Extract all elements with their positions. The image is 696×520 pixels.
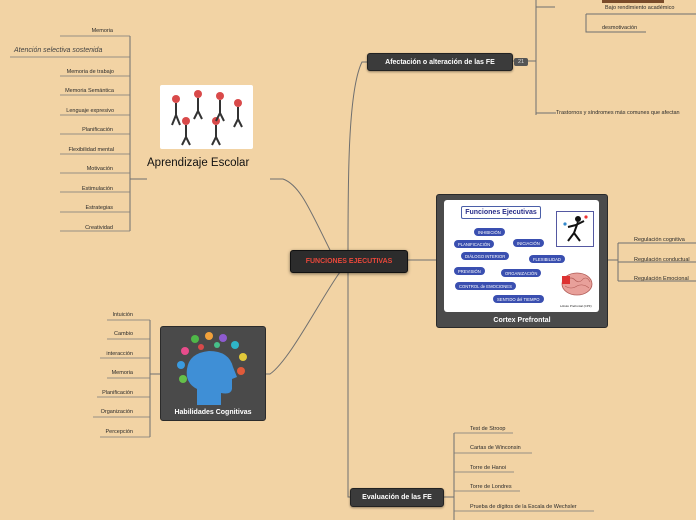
aprendizaje-child[interactable]: Memoria Semántica xyxy=(65,88,114,94)
image-pill: FLEXIBILIDAD xyxy=(529,255,565,263)
habilidades-child[interactable]: Cambio xyxy=(114,331,133,337)
habilidades-label: Habilidades Cognitivas xyxy=(174,409,252,416)
aprendizaje-child[interactable]: Memoria xyxy=(91,28,113,34)
evaluacion-node[interactable]: Evaluación de las FE xyxy=(350,488,444,507)
collapsed-count-badge[interactable]: 21 xyxy=(514,58,528,66)
evaluacion-child[interactable]: Cartas de Winconsin xyxy=(470,445,521,451)
evaluacion-child[interactable]: Prueba de dígitos de la Escala de Wechsl… xyxy=(470,504,577,510)
afectacion-thumbnail xyxy=(602,0,664,3)
image-pill: INHIBICIÓN xyxy=(474,228,505,236)
image-caption: Lóbulo Prefrontal (CPF) xyxy=(560,304,592,308)
habilidades-cognitivas-node[interactable]: Habilidades Cognitivas xyxy=(160,326,266,421)
image-pill: PLANIFICACIÓN xyxy=(454,240,495,248)
aprendizaje-child[interactable]: Estrategias xyxy=(85,205,113,211)
aprendizaje-label[interactable]: Aprendizaje Escolar xyxy=(147,157,250,169)
evaluacion-child[interactable]: Test de Stroop xyxy=(470,426,506,432)
image-pill: ORGANIZACIÓN xyxy=(501,269,542,277)
cortex-child[interactable]: Regulación conductual xyxy=(634,257,690,263)
cortex-label: Cortex Prefrontal xyxy=(493,317,551,324)
aprendizaje-child[interactable]: Lenguaje expresivo xyxy=(66,108,114,114)
habilidades-child[interactable]: Planificación xyxy=(102,390,133,396)
afectacion-node[interactable]: Afectación o alteración de las FE xyxy=(367,53,513,71)
image-pill: CONTROL de EMOCIONES xyxy=(455,282,516,290)
image-pill: PREVISIÓN xyxy=(454,267,485,275)
aprendizaje-child[interactable]: Memoria de trabajo xyxy=(66,69,114,75)
image-pill: SENTIDO del TIEMPO xyxy=(493,295,544,303)
aprendizaje-child[interactable]: Creatividad xyxy=(85,225,113,231)
evaluacion-child[interactable]: Torre de Hanoi xyxy=(470,465,507,471)
cortex-child[interactable]: Regulación cognitiva xyxy=(634,237,685,243)
central-node-label: FUNCIONES EJECUTIVAS xyxy=(305,258,393,265)
aprendizaje-child[interactable]: Motivación xyxy=(86,166,113,172)
evaluacion-label: Evaluación de las FE xyxy=(362,494,432,501)
afectacion-child[interactable]: Bajo rendimiento académico xyxy=(605,5,675,11)
habilidades-child[interactable]: Organización xyxy=(100,409,133,415)
cortex-prefrontal-node[interactable]: Funciones Ejecutivas INHIBICIÓN PLANIFIC… xyxy=(436,194,608,328)
cortex-child[interactable]: Regulación Emocional xyxy=(634,276,689,282)
aprendizaje-child[interactable]: Flexibilidad mental xyxy=(68,147,114,153)
classroom-image xyxy=(160,85,253,149)
funciones-ejecutivas-image: Funciones Ejecutivas INHIBICIÓN PLANIFIC… xyxy=(444,200,599,312)
habilidades-child[interactable]: Memoria xyxy=(111,370,133,376)
afectacion-child[interactable]: desmotivación xyxy=(602,25,638,31)
head-ideas-icon xyxy=(177,332,247,405)
evaluacion-child[interactable]: Torre de Londres xyxy=(470,484,512,490)
badge-count: 21 xyxy=(517,59,525,65)
aprendizaje-child[interactable]: Estimulación xyxy=(81,186,113,192)
central-node[interactable]: FUNCIONES EJECUTIVAS xyxy=(290,250,408,273)
afectacion-label: Afectación o alteración de las FE xyxy=(385,58,495,66)
afectacion-child[interactable]: Trastornos y síndromes más comunes que a… xyxy=(556,110,680,116)
image-title: Funciones Ejecutivas xyxy=(461,206,541,219)
habilidades-child[interactable]: Percepción xyxy=(105,429,133,435)
students-illustration xyxy=(171,90,243,146)
image-pill: INICIACIÓN xyxy=(513,239,544,247)
habilidades-child[interactable]: Intuición xyxy=(112,312,134,318)
image-pill: DIÁLOGO INTERIOR xyxy=(461,252,510,260)
aprendizaje-child[interactable]: Atención selectiva sostenida xyxy=(14,47,103,54)
stickman-juggling-icon xyxy=(556,211,594,247)
habilidades-child[interactable]: interacción xyxy=(106,351,133,357)
brain-icon xyxy=(561,272,593,296)
aprendizaje-child[interactable]: Planificación xyxy=(82,127,113,133)
